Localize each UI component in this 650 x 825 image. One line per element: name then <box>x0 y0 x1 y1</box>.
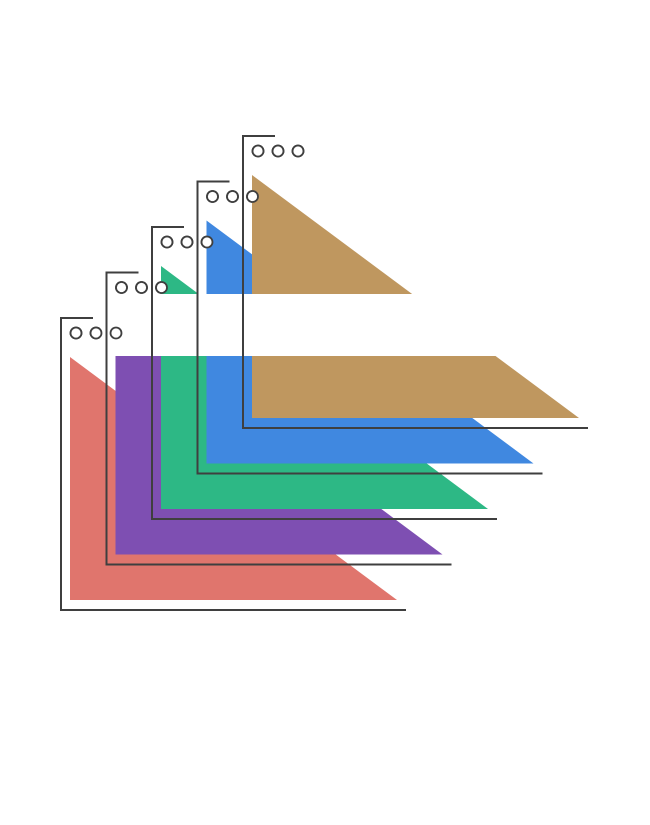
layer-blue-window-frame-overlay <box>196 180 543 475</box>
circle-icon <box>135 281 148 294</box>
overlap-gap <box>100 294 580 356</box>
circle-icon <box>69 326 83 340</box>
circle-icon <box>226 190 239 203</box>
circle-icon <box>115 281 128 294</box>
layer-purple-window-frame-overlay <box>105 271 452 566</box>
layer-red-window-frame-overlay <box>60 317 406 611</box>
layer-tan <box>242 135 588 429</box>
layer-green-window-frame-overlay <box>151 226 497 520</box>
circle-icon <box>291 144 305 158</box>
circle-icon <box>251 144 265 158</box>
circle-icon <box>109 326 123 340</box>
circle-icon <box>206 190 219 203</box>
circle-icon <box>180 235 194 249</box>
circle-icon <box>200 235 214 249</box>
circle-icon <box>160 235 174 249</box>
layer-tan-window-frame-overlay <box>242 135 588 429</box>
circle-icon <box>89 326 103 340</box>
circle-icon <box>271 144 285 158</box>
circle-icon <box>246 190 259 203</box>
circle-icon <box>155 281 168 294</box>
